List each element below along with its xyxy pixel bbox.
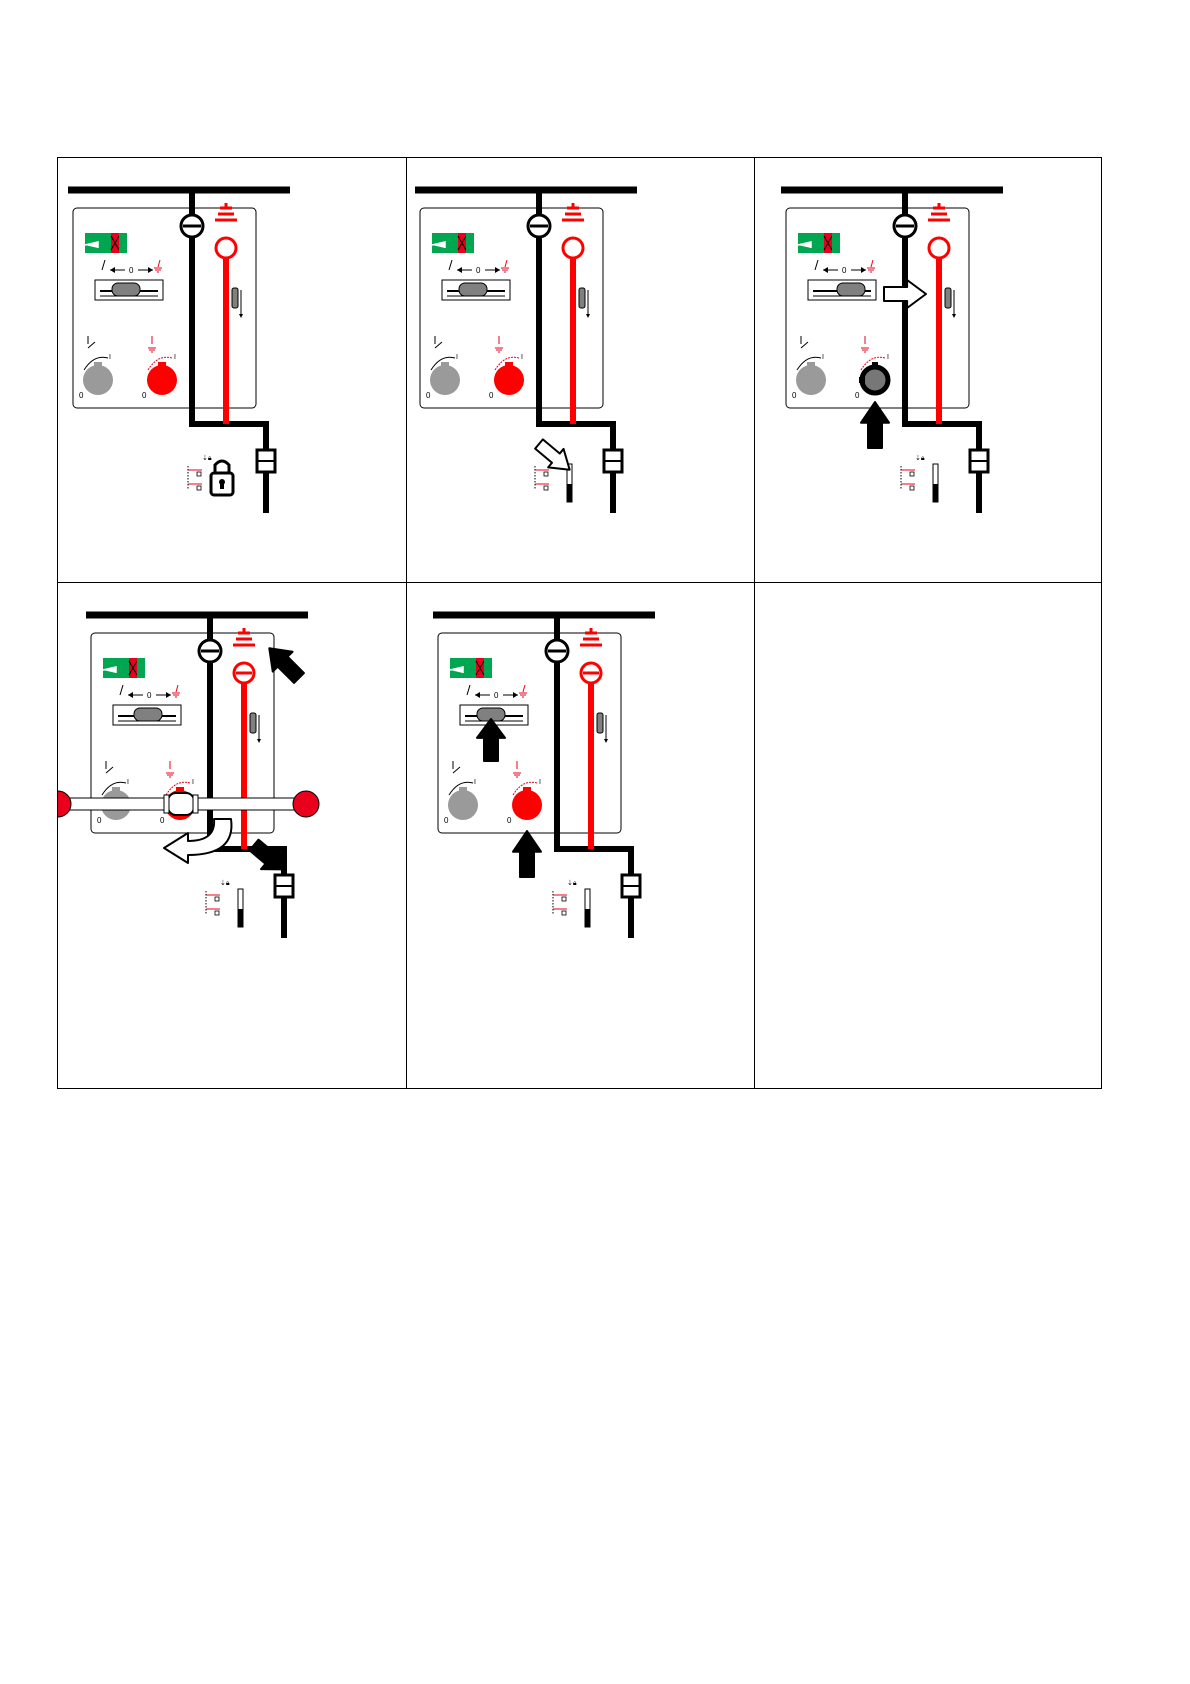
knob-tab bbox=[158, 362, 166, 370]
knob-zero-label: 0 bbox=[792, 391, 797, 400]
earthing-switch-symbol bbox=[216, 238, 236, 258]
knob-tab bbox=[505, 362, 513, 370]
padlock-shackle bbox=[215, 461, 229, 473]
selector-slider-handle bbox=[837, 283, 865, 296]
knob-zero-label: 0 bbox=[444, 816, 449, 825]
panel-5: 0II00⇣🔒︎ bbox=[407, 583, 754, 1088]
padlock-keyhole bbox=[220, 483, 224, 489]
lock-icon bbox=[910, 472, 914, 476]
knob-tab bbox=[523, 787, 531, 795]
knob-one-label: I bbox=[127, 779, 129, 786]
knob-tab bbox=[112, 787, 120, 795]
locking-plate-fill bbox=[567, 484, 572, 502]
knob-zero-label: 0 bbox=[855, 391, 860, 400]
knob-tab bbox=[441, 362, 449, 370]
knob-one-label: I bbox=[822, 354, 824, 361]
knob-zero-label: 0 bbox=[142, 391, 147, 400]
knob-tab bbox=[459, 787, 467, 795]
selector-zero-label: 0 bbox=[842, 266, 847, 275]
lock-icon bbox=[544, 486, 548, 490]
status-green-block bbox=[466, 233, 474, 253]
lock-legend-text: ⇣🔒︎ bbox=[915, 454, 925, 462]
selector-slider-handle bbox=[112, 283, 140, 296]
locking-plate-fill bbox=[238, 909, 243, 927]
earthing-switch-symbol bbox=[563, 238, 583, 258]
selector-slider-handle bbox=[459, 283, 487, 296]
selector-zero-label: 0 bbox=[494, 691, 499, 700]
locking-plate-fill bbox=[933, 484, 938, 502]
lock-icon bbox=[544, 472, 548, 476]
panel-1: 0II00⇣🔒︎ bbox=[58, 158, 406, 582]
selector-slider-handle bbox=[134, 708, 162, 721]
locking-plate-fill bbox=[585, 909, 590, 927]
knob-zero-label: 0 bbox=[426, 391, 431, 400]
knob-tab bbox=[807, 362, 815, 370]
knob-one-label: I bbox=[174, 354, 176, 361]
lever-socket-clip bbox=[164, 795, 169, 813]
lock-icon bbox=[197, 472, 201, 476]
earthing-knob bbox=[862, 367, 888, 393]
lock-icon bbox=[215, 897, 219, 901]
knob-zero-label: 0 bbox=[489, 391, 494, 400]
switchgear-unit: 0II00⇣🔒︎ bbox=[781, 190, 1003, 513]
status-green-block bbox=[137, 658, 145, 678]
lock-icon bbox=[197, 486, 201, 490]
knob-zero-label: 0 bbox=[160, 816, 165, 825]
knob-zero-label: 0 bbox=[79, 391, 84, 400]
panel-6-empty bbox=[755, 583, 1101, 1088]
lever-socket-clip bbox=[193, 795, 198, 813]
knob-tab bbox=[94, 362, 102, 370]
knob-tab bbox=[859, 377, 865, 383]
lever-ball-right bbox=[293, 791, 319, 817]
selector-zero-label: 0 bbox=[147, 691, 152, 700]
status-green-block bbox=[832, 233, 840, 253]
status-green-block bbox=[484, 658, 492, 678]
lock-icon bbox=[215, 911, 219, 915]
earthing-switch-symbol bbox=[929, 238, 949, 258]
knob-one-label: I bbox=[109, 354, 111, 361]
instruction-grid: 0II00⇣🔒︎ 0II00⇣🔒︎ 0II00⇣🔒︎ 0II00⇣🔒︎ 0II0… bbox=[57, 157, 1102, 1089]
lock-legend-text: ⇣🔒︎ bbox=[567, 879, 577, 887]
lock-icon bbox=[562, 897, 566, 901]
press-knob-arrow bbox=[861, 402, 889, 448]
knob-zero-label: 0 bbox=[97, 816, 102, 825]
interlock-pin bbox=[945, 288, 951, 308]
knob-zero-label: 0 bbox=[507, 816, 512, 825]
press-knob-arrow bbox=[513, 831, 541, 877]
knob-one-label: I bbox=[887, 354, 889, 361]
interlock-pin bbox=[250, 713, 256, 733]
lock-icon bbox=[910, 486, 914, 490]
lever-ball-left bbox=[58, 791, 71, 817]
status-green-block bbox=[119, 233, 127, 253]
knob-one-label: I bbox=[539, 779, 541, 786]
interlock-pin bbox=[597, 713, 603, 733]
selector-zero-label: 0 bbox=[129, 266, 134, 275]
knob-one-label: I bbox=[456, 354, 458, 361]
knob-one-label: I bbox=[474, 779, 476, 786]
lock-icon bbox=[562, 911, 566, 915]
lock-legend-text: ⇣🔒︎ bbox=[220, 879, 230, 887]
interlock-pin bbox=[579, 288, 585, 308]
knob-tab bbox=[872, 362, 878, 368]
lock-legend-text: ⇣🔒︎ bbox=[202, 454, 212, 462]
lever-socket bbox=[168, 793, 194, 815]
interlock-pin bbox=[232, 288, 238, 308]
knob-one-label: I bbox=[192, 779, 194, 786]
knob-one-label: I bbox=[521, 354, 523, 361]
selector-zero-label: 0 bbox=[476, 266, 481, 275]
